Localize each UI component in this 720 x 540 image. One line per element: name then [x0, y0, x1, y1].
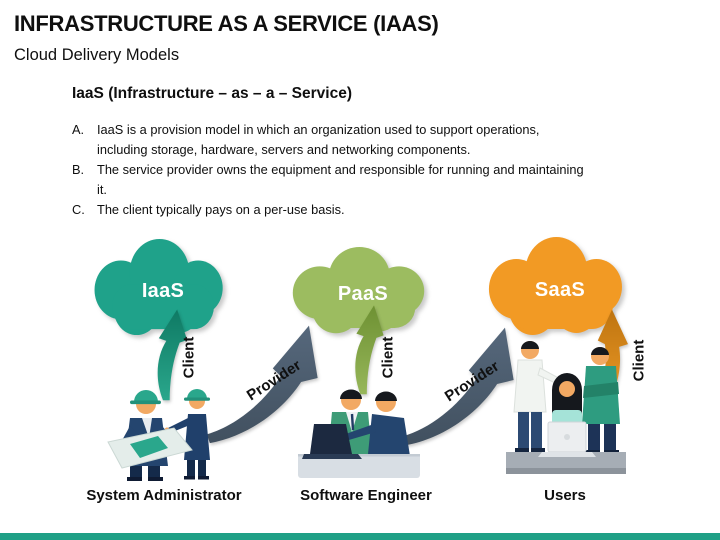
role-label-system-administrator: System Administrator [86, 487, 242, 504]
list-item: C. The client typically pays on a per-us… [72, 200, 586, 220]
list-text: The client typically pays on a per-use b… [97, 202, 345, 217]
provider-arrow-1-icon [206, 325, 318, 444]
page-subtitle: Cloud Delivery Models [14, 46, 180, 64]
role-label-users: Users [544, 487, 586, 504]
footer-accent-bar [0, 533, 720, 540]
section-heading: IaaS (Infrastructure – as – a – Service) [72, 85, 353, 102]
list-item: A. IaaS is a provision model in which an… [72, 120, 586, 160]
bullet-list: A. IaaS is a provision model in which an… [72, 120, 586, 220]
client-label-saas: Client [630, 339, 648, 382]
list-marker: B. [72, 162, 85, 177]
list-marker: A. [72, 122, 85, 137]
paas-cloud-label: PaaS [337, 282, 389, 305]
iaas-cloud-label: IaaS [141, 279, 185, 302]
list-marker: C. [72, 202, 85, 217]
client-label-iaas: Client [180, 336, 198, 379]
role-label-software-engineer: Software Engineer [300, 487, 432, 504]
provider-arrow-2-icon [402, 327, 514, 446]
client-arrow-paas-icon [355, 305, 384, 395]
system-administrator-illustration [107, 389, 210, 481]
list-item: B. The service provider owns the equipme… [72, 160, 586, 200]
iaas-cloud-icon [94, 239, 223, 336]
users-illustration [506, 341, 626, 474]
saas-cloud-label: SaaS [534, 278, 586, 301]
page-title: INFRASTRUCTURE AS A SERVICE (IAAS) [14, 11, 439, 36]
client-label-paas: Client [379, 336, 397, 379]
list-text: IaaS is a provision model in which an or… [97, 122, 540, 157]
software-engineer-illustration [298, 389, 420, 478]
paas-cloud-icon [292, 247, 425, 334]
client-arrow-iaas-icon [157, 309, 188, 401]
list-text: The service provider owns the equipment … [97, 162, 584, 197]
saas-cloud-icon [488, 237, 622, 335]
